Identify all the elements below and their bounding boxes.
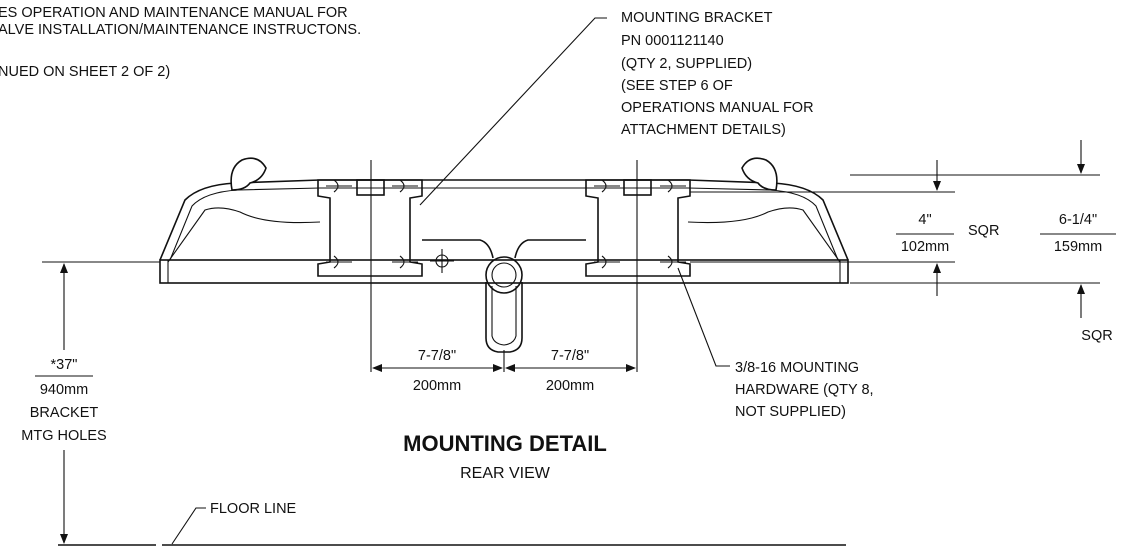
note-line-3: NUED ON SHEET 2 OF 2) [0,64,170,80]
drain-assembly [422,239,586,353]
hardware-leader-line [677,267,730,367]
hole-top-right-outer [594,179,620,193]
fixture-body [159,157,849,284]
hole-bottom-right-inner [660,255,686,269]
bracket-callout-line-5: OPERATIONS MANUAL FOR [621,100,814,116]
square-dim-mm: 102mm [901,239,949,255]
height-dim-mm: 940mm [40,382,88,398]
hardware-callout-line-2: HARDWARE (QTY 8, [735,382,874,398]
bracket-callout-line-3: (QTY 2, SUPPLIED) [621,56,752,72]
bracket-leader-line [419,17,607,206]
bracket-callout-line-6: ATTACHMENT DETAILS) [621,122,786,138]
height-dim-inch: *37" [51,357,78,373]
note-line-2: ALVE INSTALLATION/MAINTENANCE INSTRUCTON… [0,22,361,38]
left-span-inch: 7-7/8" [418,348,456,364]
outer-dim-inch: 6-1/4" [1059,212,1097,228]
floor-line-label: FLOOR LINE [210,501,297,517]
hole-top-left-outer [326,179,352,193]
height-dim-label-2: MTG HOLES [21,428,106,444]
height-dim-label-1: BRACKET [30,405,99,421]
bracket-callout-line-1: MOUNTING BRACKET [621,10,773,26]
hardware-callout-line-3: NOT SUPPLIED) [735,404,846,420]
bracket-callout-line-4: (SEE STEP 6 OF [621,78,733,94]
hole-bottom-left-outer [326,255,352,269]
hole-top-left-inner [392,179,418,193]
right-span-inch: 7-7/8" [551,348,589,364]
drawing-title: MOUNTING DETAIL [403,431,607,456]
outer-dim-mm: 159mm [1054,239,1102,255]
hole-bottom-left-inner [392,255,418,269]
hole-bottom-right-outer [594,255,620,269]
square-dim-suffix: SQR [968,223,999,239]
mounting-holes [326,179,686,269]
hardware-callout-line-1: 3/8-16 MOUNTING [735,360,859,376]
hole-top-right-inner [660,179,686,193]
right-span-mm: 200mm [546,378,594,394]
drawing-subtitle: REAR VIEW [460,465,551,482]
left-span-mm: 200mm [413,378,461,394]
square-dim-inch: 4" [918,212,931,228]
bracket-callout-line-2: PN 0001121140 [621,33,724,49]
note-line-1: ES OPERATION AND MAINTENANCE MANUAL FOR [0,5,348,21]
floor-leader-line [171,507,206,545]
outer-dim-suffix: SQR [1081,328,1112,344]
